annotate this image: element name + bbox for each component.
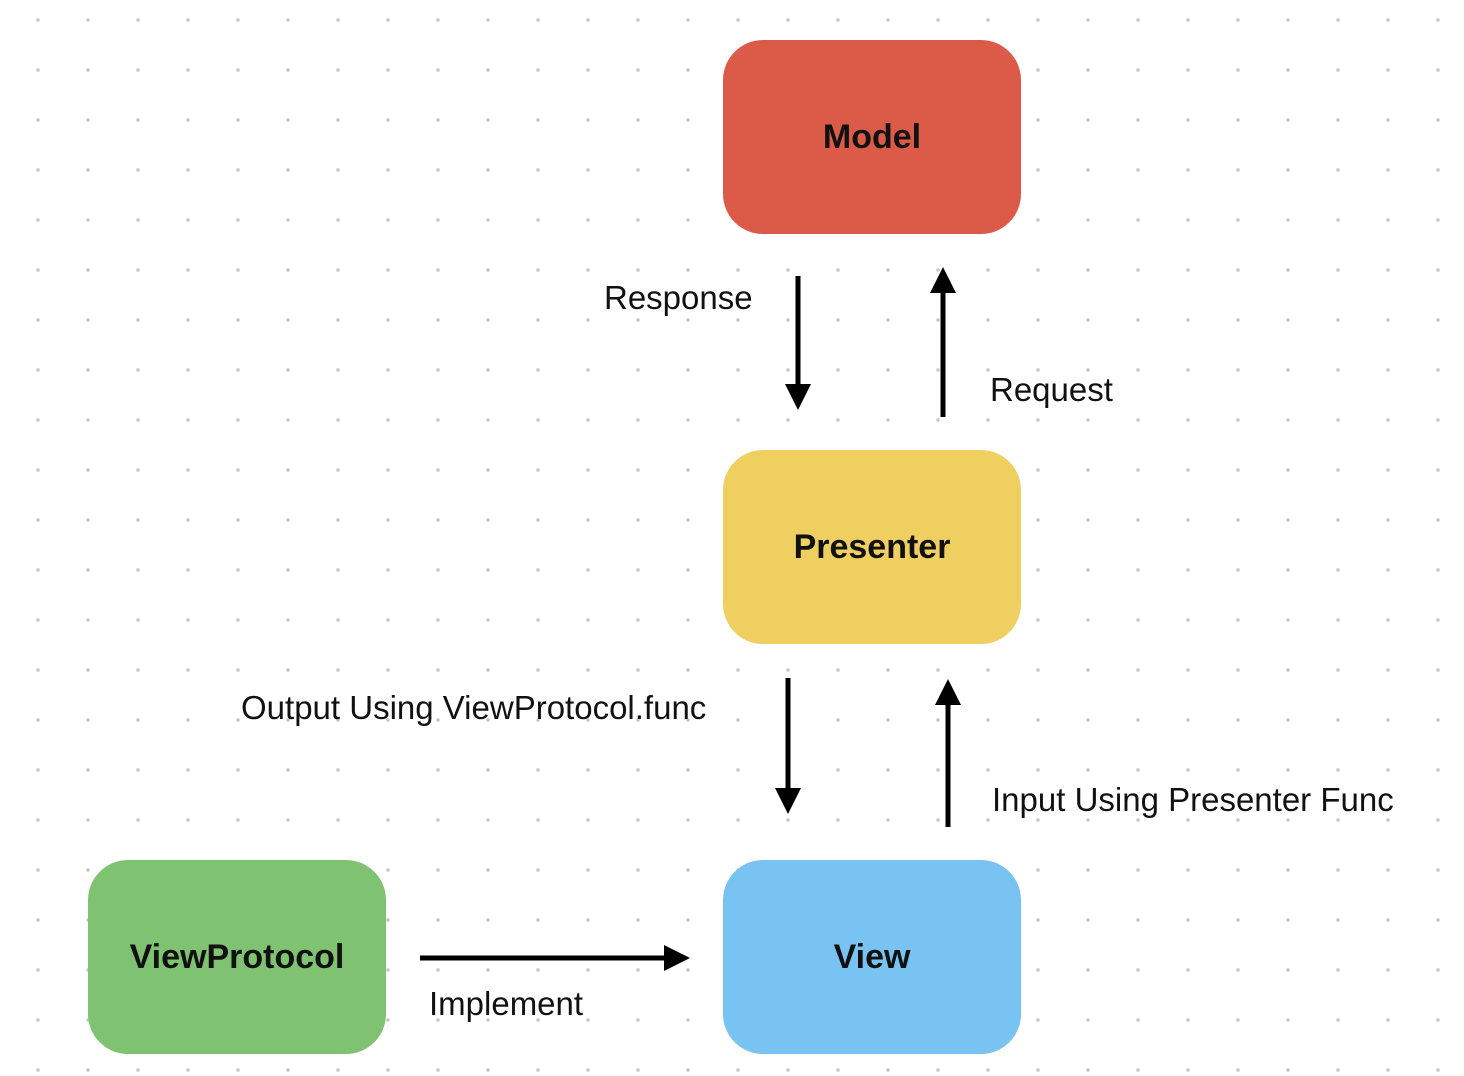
model-label: Model [822,117,922,156]
request-arrow [930,267,956,417]
implement-arrow [420,945,690,971]
implement-label: Implement [429,985,584,1022]
presenter-label: Presenter [793,527,951,566]
request-label: Request [990,371,1113,408]
output-label: Output Using ViewProtocol.func [241,689,707,726]
view-label: View [833,937,911,976]
response-label: Response [604,279,753,316]
input-arrow [935,679,961,827]
response-arrow [785,276,811,410]
view-node: View [723,860,1021,1054]
viewprotocol-label: ViewProtocol [129,937,345,976]
output-arrow [775,678,801,814]
input-label: Input Using Presenter Func [992,781,1394,818]
viewprotocol-node: ViewProtocol [88,860,386,1054]
presenter-node: Presenter [723,450,1021,644]
model-node: Model [723,40,1021,234]
